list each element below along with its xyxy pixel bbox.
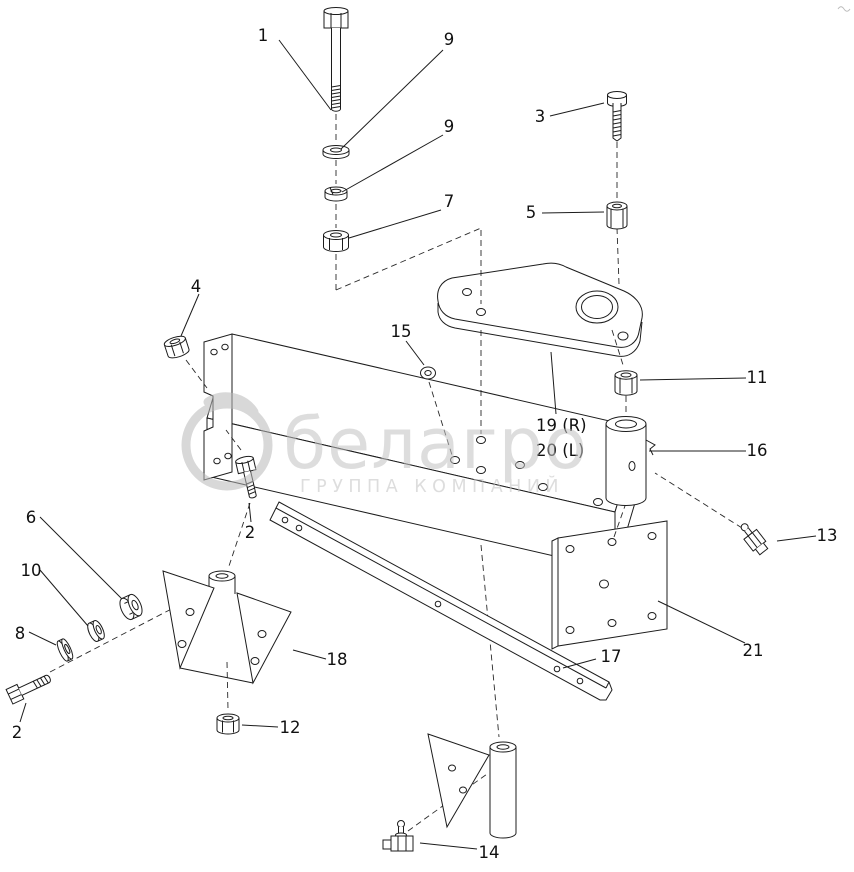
- part-grease-fitting-14: [382, 820, 414, 852]
- callout-18: 18: [327, 650, 348, 669]
- callout-21: 21: [743, 641, 764, 660]
- part-flat-bar: [269, 501, 613, 701]
- callout-10: 10: [21, 561, 42, 580]
- callout-5: 5: [526, 203, 537, 222]
- part-washer-8: [56, 638, 74, 662]
- brand-logo-icon: [181, 392, 273, 491]
- part-hinge-bracket: [162, 570, 292, 685]
- part-washer-9-lower: [324, 186, 348, 202]
- callout-9b: 9: [444, 117, 455, 136]
- callout-14: 14: [479, 843, 500, 862]
- callout-2a: 2: [12, 723, 23, 742]
- part-bolt-1: [323, 7, 349, 112]
- callout-2b: 2: [245, 523, 256, 542]
- watermark: белагро ГРУППА КОМПАНИЙ: [181, 392, 588, 497]
- callout-16: 16: [747, 441, 768, 460]
- callout-20L: 20 (L): [536, 441, 584, 460]
- part-nut-6: [119, 593, 143, 621]
- part-end-plate: [551, 520, 668, 650]
- leader-lines: [19, 39, 817, 850]
- part-grease-fitting-13: [740, 523, 769, 556]
- part-washer-10: [87, 620, 105, 642]
- part-screw-3: [607, 91, 627, 142]
- part-nut-4: [163, 335, 190, 359]
- callout-9a: 9: [444, 30, 455, 49]
- part-washer-15: [420, 366, 436, 380]
- callout-6: 6: [26, 508, 37, 527]
- part-nut-12: [216, 713, 240, 735]
- callout-7: 7: [444, 192, 455, 211]
- part-nut-7: [323, 230, 349, 252]
- part-bushing-16: [605, 416, 656, 506]
- part-lower-bracket: [427, 733, 517, 839]
- part-pivot-plate: [437, 262, 643, 357]
- callout-1: 1: [258, 26, 269, 45]
- part-nut-11: [614, 370, 638, 396]
- watermark-subtitle: ГРУППА КОМПАНИЙ: [300, 475, 564, 497]
- corner-artifact: [837, 6, 851, 12]
- callout-12: 12: [280, 718, 301, 737]
- callout-3: 3: [535, 107, 546, 126]
- part-washer-9-upper: [322, 145, 350, 159]
- callout-11: 11: [747, 368, 768, 387]
- callout-15: 15: [391, 322, 412, 341]
- callout-17: 17: [601, 647, 622, 666]
- part-nut-5: [606, 201, 628, 230]
- part-bolt-2-lower: [5, 674, 51, 705]
- callout-13: 13: [817, 526, 838, 545]
- callout-labels: 1 9 9 7 3 5 4 15 11 16 13 6 10 8 2 2 12 …: [12, 26, 838, 862]
- assembly-centerlines: [49, 114, 743, 832]
- callout-8: 8: [15, 624, 26, 643]
- callout-19R: 19 (R): [536, 416, 587, 435]
- callout-4: 4: [191, 277, 202, 296]
- watermark-brand: белагро: [283, 403, 588, 485]
